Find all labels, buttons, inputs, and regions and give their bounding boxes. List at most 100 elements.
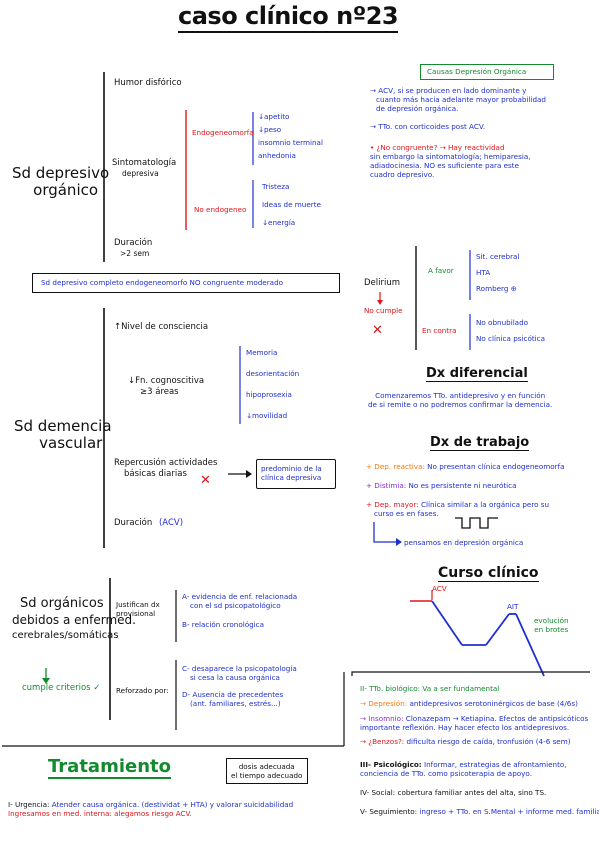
ii-ins-text2: importante reflexión. Hay hacer efecto l…	[360, 723, 570, 732]
dx-trabajo-list: + Dep. reactiva: No presentan clínica en…	[366, 462, 565, 518]
tratamiento-title: Tratamiento	[48, 756, 171, 779]
iii-label: III- Psicológico:	[360, 760, 422, 769]
ii-ins-label: → Insomnio:	[360, 714, 404, 723]
fn-cognoscitiva: ↓Fn. cognoscitiva ≥3 áreas	[128, 376, 204, 397]
justifican-label: Justifican dx provisional	[116, 600, 160, 618]
cumple-criterios: cumple criterios ✓	[22, 683, 101, 693]
sd-depresivo-label: Sd depresivo orgánico	[12, 165, 109, 199]
dx-item-1: + Dep. reactiva: No presentan clínica en…	[366, 462, 565, 471]
dx-item1-text: No presentan clínica endogeneomorfa	[427, 462, 565, 471]
list-item: Memoria	[246, 348, 278, 357]
causas-line1: → ACV, si se producen en lado dominante …	[370, 86, 527, 95]
causas-q2: sin embargo la sintomatología; hemipares…	[370, 152, 531, 161]
a-line2: con el sd psicopatológico	[190, 601, 281, 610]
list-item: ↓apetito	[258, 112, 290, 121]
dx-dif-line2: de si remite o no podremos confirmar la …	[368, 400, 553, 409]
sintomatologia-label: Sintomatología depresiva	[112, 158, 176, 179]
list-item: No obnubilado	[476, 318, 529, 327]
tto-biologico: II- TTo. biológico: Va a ser fundamental…	[360, 684, 599, 816]
sd-demencia-line2: vascular	[39, 434, 103, 452]
list-item: hipoprosexia	[246, 390, 292, 399]
ii-bzd-label: → ¿Benzos?:	[360, 737, 405, 746]
rep-line2: básicas diarias	[124, 468, 187, 479]
list-item: desorientación	[246, 369, 300, 378]
causas-q4: cuadro depresivo.	[370, 170, 435, 179]
sd-org-line2: debidos a enfermed.	[12, 613, 136, 627]
causas-line2: cuanto más hacia adelante mayor probabil…	[376, 95, 546, 104]
urgencia-label: I- Urgencia:	[8, 800, 50, 809]
iv-social: IV- Social: cobertura familiar antes del…	[360, 788, 547, 797]
fn-line1: ↓Fn. cognoscitiva	[128, 376, 205, 386]
no-cumple-label: No cumple	[364, 306, 403, 315]
ii-dep-text: antidepresivos serotoninérgicos de base …	[409, 699, 578, 708]
list-item: Romberg ⊕	[476, 284, 517, 293]
dx-dif-line1: Comenzaremos TTo. antidepresivo y en fun…	[375, 391, 546, 400]
predominio-line1: predominio de la	[261, 464, 322, 473]
ingresamos-text: Ingresamos en med. interna: alegamos rie…	[8, 809, 192, 818]
summary-box: Sd depresivo completo endogeneomorfo NO …	[32, 273, 340, 293]
causas-line3: de depresión orgánica.	[376, 104, 459, 113]
urgencia-text: I- Urgencia: Atender causa orgánica. (de…	[8, 800, 293, 818]
causas-q1: • ¿No congruente? → Hay reactividad	[370, 143, 505, 152]
delirium-label: Delirium	[364, 278, 401, 288]
svg-text:✕: ✕	[200, 473, 211, 488]
a-favor-label: A favor	[428, 266, 454, 275]
criteria-cd: C- desaparece la psicopatología si cesa …	[182, 664, 297, 708]
contra-items-list: No obnubilado No clínica psicótica	[476, 318, 545, 343]
predominio-box: predominio de la clínica depresiva	[256, 459, 336, 489]
ii-ins: → Insomnio: Clonazepam → Ketiapina. Efec…	[360, 714, 599, 732]
no-endo-items-list: Tristeza Ideas de muerte ↓energía	[262, 182, 321, 227]
duracion-text: Duración	[114, 518, 153, 528]
list-item: ↓energía	[262, 218, 296, 227]
dosis-line1: dosis adecuada	[238, 762, 295, 771]
endogeneomorfa-label: Endogeneomorfa	[192, 128, 254, 137]
iii-text2: conciencia de TTo. como psicoterapia de …	[360, 769, 532, 778]
dx-diferencial-text: Comenzaremos TTo. antidepresivo y en fun…	[368, 391, 552, 409]
duracion-line2: >2 sem	[120, 248, 150, 258]
ii-bzd-text: dificulta riesgo de caída, tronfusión (4…	[406, 737, 571, 746]
fn-line2: ≥3 áreas	[140, 386, 179, 397]
ii-title: II- TTo. biológico: Va a ser fundamental	[360, 684, 500, 693]
ii-ins-text: Clonazepam → Ketiapina. Efectos de antip…	[405, 714, 589, 723]
pensamos-text: pensamos en depresión orgánica	[404, 538, 524, 547]
justifican-line1: Justifican dx	[116, 600, 160, 609]
a-line1: A- evidencia de enf. relacionada	[182, 592, 298, 601]
list-item: ↓movilidad	[246, 411, 288, 420]
causas-line4: → TTo. con corticoides post ACV.	[370, 122, 486, 131]
predominio-line2: clínica depresiva	[261, 473, 322, 482]
dx-item2-label: + Distimia:	[366, 481, 407, 490]
svg-text:✕: ✕	[372, 323, 383, 338]
dx-item-3: + Dep. mayor: Clínica similar a la orgán…	[366, 500, 565, 518]
predominio-text: predominio de la clínica depresiva	[261, 464, 322, 482]
repercusion: Repercusión actividades básicas diarias	[114, 458, 217, 479]
b-line: B- relación cronológica	[182, 620, 265, 629]
dx-item2-text: No es persistente ni neurótica	[408, 481, 517, 490]
v-text: ingreso + TTo. en S.Mental + informe med…	[419, 807, 599, 816]
urgencia-body: Atender causa orgánica. (destividat + HT…	[51, 800, 294, 809]
causas-q3: adiadocinesia. NO es suficiente para est…	[370, 161, 520, 170]
v-label: V- Seguimiento:	[360, 807, 418, 816]
dosis-text: dosis adecuada el tiempo adecuado	[231, 762, 302, 780]
list-item: insomnio terminal	[258, 138, 323, 147]
list-item: Ideas de muerte	[262, 200, 321, 209]
fn-items-list: Memoria desorientación hipoprosexia ↓mov…	[246, 348, 299, 420]
list-item: No clínica psicótica	[476, 334, 546, 343]
duracion-line1: Duración	[114, 238, 153, 248]
humor-label: Humor disfórico	[114, 78, 182, 88]
favor-items-list: Sit. cerebral HTA Romberg ⊕	[476, 252, 519, 293]
sintomatologia-line2: depresiva	[122, 168, 159, 178]
causas-title: Causas Depresión Orgánica	[427, 67, 527, 76]
sd-org-line3: cerebrales/somáticas	[12, 630, 119, 641]
no-endogeneo-label: No endogeneo	[194, 205, 247, 214]
sd-org-line1: Sd orgánicos	[20, 596, 104, 611]
sd-demencia-label: Sd demencia vascular	[14, 418, 112, 452]
list-item: Tristeza	[262, 182, 290, 191]
dx-trabajo-title: Dx de trabajo	[430, 435, 530, 451]
duracion-demencia: Duración (ACV)	[114, 518, 183, 529]
justifican-line2: provisional	[116, 609, 156, 618]
ait-label: AIT	[507, 602, 519, 611]
causas-question: • ¿No congruente? → Hay reactividad sin …	[370, 143, 546, 179]
duracion-acv: (ACV)	[158, 518, 184, 528]
dx-item3-text2: curso es en fases.	[374, 509, 439, 518]
en-contra-label: En contra	[422, 326, 457, 335]
